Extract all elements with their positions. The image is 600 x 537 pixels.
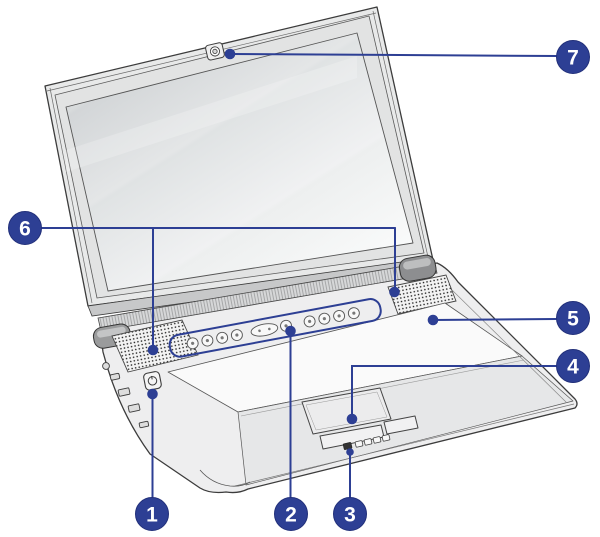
dot-keyboard [427, 314, 439, 326]
callout-2: 2 [274, 497, 308, 531]
screen [65, 32, 414, 292]
callout-4-label: 4 [567, 356, 579, 379]
callout-3-label: 3 [344, 504, 356, 527]
leader-lines [40, 53, 558, 498]
callouts: 1 2 3 4 5 6 7 [8, 40, 590, 531]
callout-2-label: 2 [285, 504, 297, 527]
screen-reflection [66, 56, 357, 172]
leader-dots [147, 48, 439, 456]
dot-right-speaker [389, 286, 400, 298]
callout-5-badge [556, 301, 590, 335]
dot-indicators [346, 448, 354, 456]
callout-3: 3 [333, 497, 367, 531]
leader-4 [351, 365, 557, 419]
dot-quick-launch [285, 325, 296, 337]
dot-touchpad [346, 413, 358, 425]
front-latch [199, 469, 251, 487]
hinge-strip [97, 260, 438, 332]
quick-launch-glyphs [191, 311, 356, 345]
touchpad [301, 387, 392, 435]
callout-5-label: 5 [567, 308, 579, 331]
callout-4: 4 [556, 349, 590, 383]
touchpad-buttons [319, 415, 419, 450]
leader-7 [229, 53, 558, 57]
callout-1-badge [135, 497, 169, 531]
callout-7-label: 7 [567, 47, 579, 70]
lid [44, 6, 435, 317]
dot-power-button [147, 388, 158, 400]
callout-4-badge [556, 349, 590, 383]
callout-5: 5 [556, 301, 590, 335]
power-button [143, 371, 162, 391]
dot-webcam [224, 48, 236, 60]
callout-3-badge [333, 497, 367, 531]
left-ports [102, 362, 150, 429]
callout-2-badge [274, 497, 308, 531]
callout-7: 7 [556, 40, 590, 74]
front-indicators [342, 434, 391, 450]
dot-left-speaker [147, 344, 159, 356]
callout-6-badge [8, 211, 42, 245]
webcam [205, 42, 225, 61]
callout-1-label: 1 [146, 504, 158, 527]
callout-6-label: 6 [19, 218, 31, 241]
callout-7-badge [556, 40, 590, 74]
callout-6: 6 [8, 211, 42, 245]
callout-1: 1 [135, 497, 169, 531]
right-hinge [398, 254, 437, 282]
leader-5 [432, 318, 557, 321]
